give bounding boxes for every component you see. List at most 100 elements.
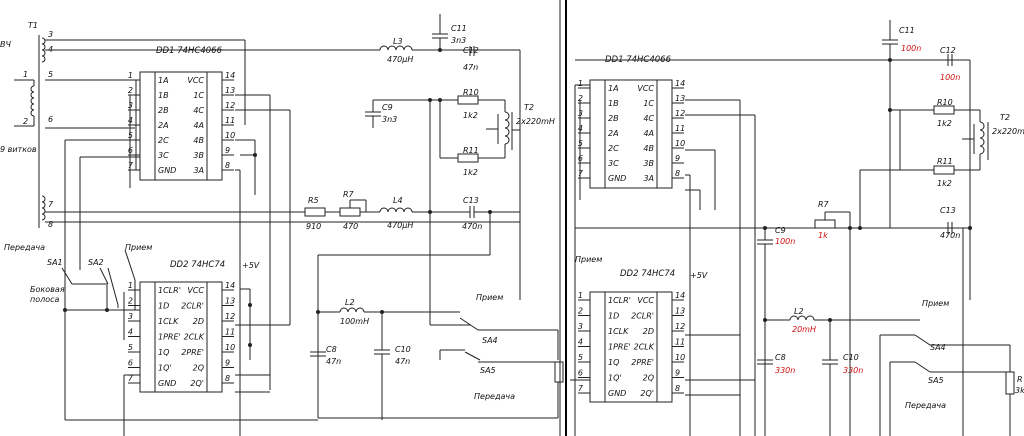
- pin-number: 9: [675, 369, 680, 378]
- pin-number: 2: [128, 297, 133, 306]
- pin-name: 4A: [193, 121, 204, 130]
- rr7-ref: R7: [818, 200, 830, 209]
- pin-name: GND: [158, 166, 176, 175]
- pin-name: 1Q: [608, 358, 619, 367]
- right-dd1-chip: DD1 74HC4066 11A14VCC21B131C32B124C42A11…: [578, 55, 685, 189]
- pin-number: 8: [225, 374, 230, 383]
- rc13-val: 470n: [940, 231, 960, 240]
- right-dd2-chip: DD2 74HC74 +5V 11CLR'14VCC21D132CLR'31CL…: [578, 269, 708, 403]
- rc8-val: 330n: [775, 366, 795, 375]
- t1-pin: 3: [48, 30, 53, 39]
- pin-name: 2D: [643, 327, 654, 336]
- rc10-ref: C10: [843, 353, 859, 362]
- pin-name: GND: [608, 389, 626, 398]
- pin-name: 2Q': [190, 379, 204, 388]
- pin-name: 3A: [193, 166, 204, 175]
- pin-name: 2A: [158, 121, 169, 130]
- pin-number: 6: [578, 369, 583, 378]
- r5-val: 910: [306, 222, 321, 231]
- rc13-ref: C13: [940, 206, 956, 215]
- pin-number: 7: [578, 169, 584, 178]
- l4-ref: L4: [393, 196, 403, 205]
- c9-val: 3n3: [382, 115, 397, 124]
- pin-number: 3: [578, 322, 583, 331]
- tx-label: Передача: [4, 243, 45, 252]
- pin-name: 1PRE': [608, 343, 631, 352]
- r7-val: 470: [343, 222, 358, 231]
- pin-number: 5: [578, 353, 583, 362]
- pin-name: 4C: [643, 114, 654, 123]
- sideband-label-2: полоса: [30, 295, 60, 304]
- pin-number: 11: [675, 124, 685, 133]
- pin-number: 6: [128, 359, 133, 368]
- rc11-ref: C11: [899, 26, 915, 35]
- sideband-label: Боковая: [30, 285, 65, 294]
- pin-name: 2Q: [193, 364, 204, 373]
- t1-pin: 5: [48, 70, 53, 79]
- rl2-val: 20mH: [792, 325, 816, 334]
- t2-val: 2x220mH: [516, 117, 555, 126]
- pin-number: 8: [675, 384, 680, 393]
- right-sa4-label: SA4: [930, 343, 946, 352]
- c9-ref: C9: [382, 103, 393, 112]
- pin-name: 1PRE': [158, 333, 181, 342]
- l2-ref: L2: [345, 298, 355, 307]
- t1-pin: 7: [48, 200, 54, 209]
- pin-name: 1A: [158, 76, 169, 85]
- pin-number: 1: [128, 281, 133, 290]
- sa1-label: SA1: [47, 258, 63, 267]
- pin-name: VCC: [637, 296, 654, 305]
- c12-ref: C12: [463, 46, 479, 55]
- left-dd2-title: DD2 74HC74: [170, 260, 225, 270]
- pin-name: 1Q': [608, 374, 622, 383]
- c13-val: 470n: [462, 222, 482, 231]
- pin-name: 2A: [608, 129, 619, 138]
- pin-number: 1: [128, 71, 133, 80]
- pin-name: 1B: [158, 91, 169, 100]
- sa4-label: SA4: [482, 336, 498, 345]
- rc12-val: 100n: [940, 73, 960, 82]
- rr10-val: 1k2: [937, 119, 952, 128]
- pin-name: 1C: [643, 99, 654, 108]
- pin-name: GND: [608, 174, 626, 183]
- c10-val: 47n: [395, 357, 410, 366]
- pin-number: 2: [578, 94, 583, 103]
- pin-name: 2Q': [640, 389, 654, 398]
- pin-number: 10: [675, 353, 685, 362]
- c11-val: 3n3: [451, 36, 466, 45]
- right-sa5-label: SA5: [928, 376, 944, 385]
- pin-name: 1D: [608, 312, 619, 321]
- pin-name: 1CLK: [608, 327, 629, 336]
- pin-name: 4B: [643, 144, 654, 153]
- right-vcc-label: +5V: [690, 271, 708, 280]
- c11-ref: C11: [451, 24, 467, 33]
- pin-number: 4: [578, 338, 583, 347]
- rt2-val: 2x220mH: [992, 127, 1024, 136]
- pin-number: 7: [128, 374, 134, 383]
- t1-pin: 1: [23, 70, 28, 79]
- rr10-ref: R10: [937, 98, 953, 107]
- pin-name: 2C: [608, 144, 619, 153]
- pin-number: 2: [128, 86, 133, 95]
- rr-cut-ref: R: [1017, 375, 1023, 384]
- rc8-ref: C8: [775, 353, 786, 362]
- pin-name: 1CLK: [158, 317, 179, 326]
- pin-number: 12: [225, 101, 235, 110]
- right-tx-label: Передача: [905, 401, 946, 410]
- rr7-val: 1k: [818, 231, 828, 240]
- pin-number: 8: [225, 161, 230, 170]
- pin-name: 1B: [608, 99, 619, 108]
- pin-name: 1Q': [158, 364, 172, 373]
- pin-name: 3C: [608, 159, 619, 168]
- pin-number: 5: [128, 343, 133, 352]
- pin-name: 4A: [643, 129, 654, 138]
- rl2-ref: L2: [794, 307, 804, 316]
- pin-name: 1CLR': [608, 296, 631, 305]
- pin-name: 3A: [643, 174, 654, 183]
- right-rx2-label: Прием: [922, 299, 949, 308]
- t2-ref: T2: [524, 103, 534, 112]
- pin-number: 2: [578, 307, 583, 316]
- sa2-label: SA2: [88, 258, 104, 267]
- right-rx-label: Прием: [575, 255, 602, 264]
- r5-ref: R5: [308, 196, 319, 205]
